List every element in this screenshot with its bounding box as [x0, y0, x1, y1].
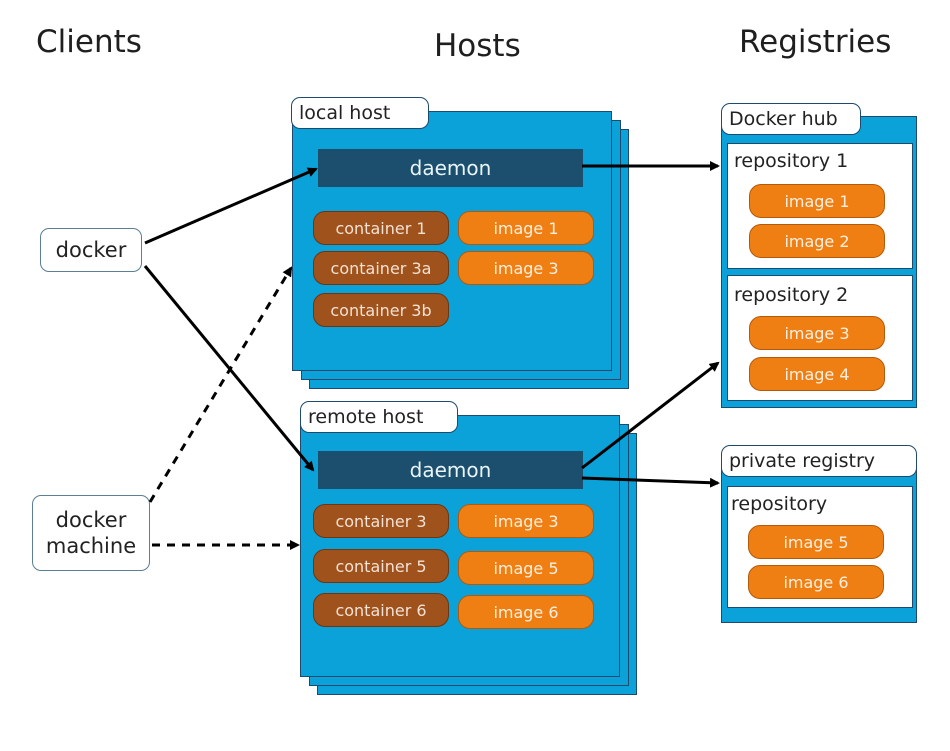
- clients-heading: Clients: [36, 24, 142, 60]
- image-label: image 6: [783, 572, 849, 592]
- remote-image-6[interactable]: image 6: [458, 595, 594, 629]
- private-image-5[interactable]: image 5: [748, 525, 884, 559]
- remote-container-6[interactable]: container 6: [313, 593, 449, 627]
- container-label: container 3a: [330, 258, 432, 278]
- local-daemon[interactable]: daemon: [318, 149, 583, 187]
- repository-1-label: repository 1: [734, 150, 849, 172]
- image-label: image 5: [493, 558, 559, 578]
- container-label: container 3b: [330, 300, 432, 320]
- hub-repo1-image-1[interactable]: image 1: [749, 184, 885, 218]
- repository-2-label: repository 2: [734, 284, 849, 306]
- remote-host-label: remote host: [308, 406, 424, 428]
- private-image-6[interactable]: image 6: [748, 565, 884, 599]
- local-container-1[interactable]: container 1: [313, 211, 449, 245]
- remote-container-5[interactable]: container 5: [313, 549, 449, 583]
- arrow-remote-daemon-to-private-registry: [581, 476, 720, 488]
- container-label: container 3: [335, 511, 427, 531]
- remote-container-3[interactable]: container 3: [313, 504, 449, 538]
- container-label: container 6: [335, 600, 427, 620]
- private-repository[interactable]: repository image 5 image 6: [727, 486, 913, 608]
- remote-host-tab: remote host: [300, 401, 458, 433]
- remote-daemon-label: daemon: [409, 458, 492, 482]
- hub-repo2-image-3[interactable]: image 3: [749, 316, 885, 350]
- local-host-label: local host: [299, 102, 391, 124]
- container-label: container 1: [335, 218, 427, 238]
- docker-machine-label-line2: machine: [45, 534, 137, 558]
- local-container-3a[interactable]: container 3a: [313, 251, 449, 285]
- docker-machine-label-line1: docker: [55, 507, 127, 532]
- local-host-tab: local host: [291, 97, 429, 129]
- image-label: image 4: [784, 364, 850, 384]
- hosts-heading: Hosts: [434, 28, 521, 64]
- remote-host-box: daemon container 3 container 5 container…: [300, 415, 620, 677]
- local-container-3b[interactable]: container 3b: [313, 293, 449, 327]
- arrow-machine-to-local-host: [148, 266, 293, 503]
- local-image-3[interactable]: image 3: [458, 251, 594, 285]
- image-label: image 1: [784, 191, 850, 211]
- image-label: image 6: [493, 602, 559, 622]
- docker-machine-client[interactable]: docker machine: [32, 495, 150, 571]
- private-registry-label: private registry: [729, 450, 876, 472]
- private-registry-tab: private registry: [721, 445, 917, 477]
- docker-client-label: docker: [55, 237, 127, 262]
- docker-hub-tab: Docker hub: [721, 103, 861, 135]
- remote-image-5[interactable]: image 5: [458, 551, 594, 585]
- image-label: image 3: [493, 258, 559, 278]
- docker-client[interactable]: docker: [40, 228, 142, 272]
- private-registry-box: repository image 5 image 6: [721, 463, 917, 623]
- registries-heading: Registries: [739, 24, 892, 60]
- repository-2[interactable]: repository 2 image 3 image 4: [727, 275, 913, 401]
- repository-1[interactable]: repository 1 image 1 image 2: [727, 143, 913, 269]
- docker-hub-label: Docker hub: [729, 108, 838, 130]
- image-label: image 1: [493, 218, 559, 238]
- image-label: image 3: [784, 323, 850, 343]
- image-label: image 5: [783, 532, 849, 552]
- remote-daemon[interactable]: daemon: [318, 451, 583, 489]
- local-host-box: daemon container 1 container 3a containe…: [292, 111, 612, 371]
- hub-repo1-image-2[interactable]: image 2: [749, 224, 885, 258]
- image-label: image 2: [784, 231, 850, 251]
- arrow-remote-daemon-to-repository-2: [581, 361, 720, 470]
- image-label: image 3: [493, 511, 559, 531]
- container-label: container 5: [335, 556, 427, 576]
- arrow-docker-to-local-daemon: [144, 167, 318, 245]
- local-image-1[interactable]: image 1: [458, 211, 594, 245]
- local-daemon-label: daemon: [409, 156, 492, 180]
- hub-repo2-image-4[interactable]: image 4: [749, 357, 885, 391]
- docker-hub-box: repository 1 image 1 image 2 repository …: [721, 116, 917, 408]
- remote-image-3[interactable]: image 3: [458, 504, 594, 538]
- private-repository-label: repository: [731, 493, 828, 515]
